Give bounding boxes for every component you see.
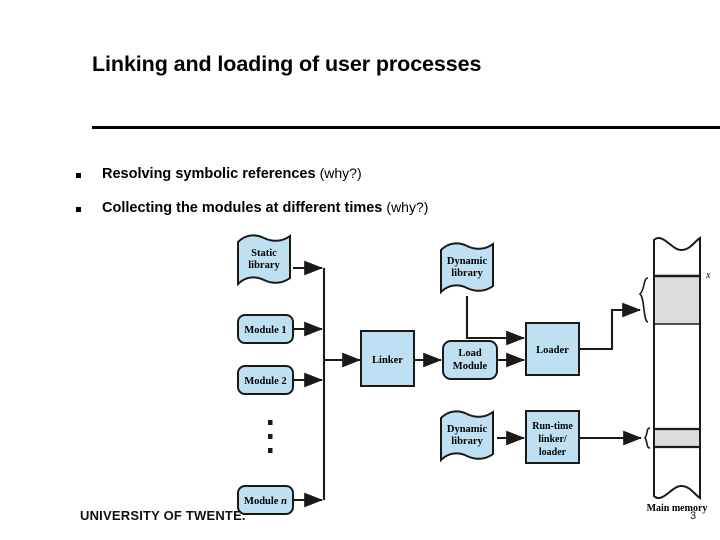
svg-text:linker/: linker/ xyxy=(538,434,567,445)
list-item: Resolving symbolic references (why?) xyxy=(76,165,636,199)
bullet-text: Collecting the modules at different time… xyxy=(102,199,429,216)
node-module-1: Module 1 xyxy=(237,314,294,344)
svg-text:Module 1: Module 1 xyxy=(244,325,286,336)
node-linker: Linker xyxy=(360,330,415,387)
memory-brace-bottom xyxy=(644,427,651,449)
node-runtime-linker-loader: Run-time linker/ loader xyxy=(525,410,580,464)
linking-loading-diagram: Static library Module 1 Module 2 Module … xyxy=(0,228,720,518)
svg-text:Run-time: Run-time xyxy=(532,421,573,432)
svg-text:Module n: Module n xyxy=(244,496,287,507)
svg-text:loader: loader xyxy=(539,447,567,458)
main-memory-caption: Main memory xyxy=(647,503,708,514)
node-dynamic-library-bottom: Dynamic library xyxy=(440,410,494,463)
svg-text:Dynamic: Dynamic xyxy=(447,424,488,435)
ellipsis-icon xyxy=(268,420,273,453)
page-title: Linking and loading of user processes xyxy=(92,52,482,76)
memory-brace-top xyxy=(638,277,649,323)
list-item: Collecting the modules at different time… xyxy=(76,199,636,233)
svg-text:Dynamic: Dynamic xyxy=(447,256,488,267)
page-number: 3 xyxy=(690,510,697,522)
bullet-square-icon xyxy=(76,207,81,212)
node-main-memory: x Main memory xyxy=(647,236,711,514)
svg-text:Loader: Loader xyxy=(536,345,569,356)
node-module-2: Module 2 xyxy=(237,365,294,395)
svg-text:library: library xyxy=(451,436,483,447)
bullet-square-icon xyxy=(76,173,81,178)
title-divider xyxy=(92,126,720,129)
svg-text:Module: Module xyxy=(453,361,488,372)
svg-text:Static: Static xyxy=(251,248,277,259)
svg-text:Module 2: Module 2 xyxy=(244,376,286,387)
bullet-text: Resolving symbolic references (why?) xyxy=(102,165,362,182)
node-module-n: Module n xyxy=(237,485,294,515)
svg-text:library: library xyxy=(248,260,280,271)
node-dynamic-library-top: Dynamic library xyxy=(440,242,494,295)
bullet-list: Resolving symbolic references (why?) Col… xyxy=(76,165,636,233)
node-loader: Loader xyxy=(525,322,580,376)
svg-text:Linker: Linker xyxy=(372,355,403,366)
university-logo: UNIVERSITY OF TWENTE. xyxy=(80,508,246,523)
node-static-library: Static library xyxy=(237,234,291,287)
node-load-module: Load Module xyxy=(442,340,498,380)
svg-text:library: library xyxy=(451,268,483,279)
svg-text:Load: Load xyxy=(458,348,482,359)
memory-marker-x: x xyxy=(705,270,711,281)
